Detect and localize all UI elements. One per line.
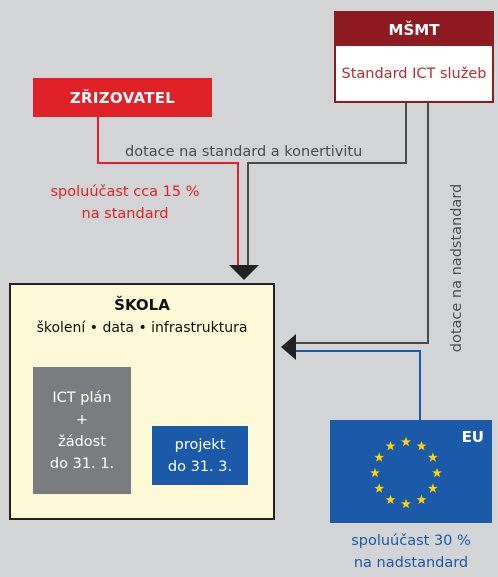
eu-label: EU (461, 428, 484, 446)
grey-flow-line (247, 103, 407, 265)
eu-star (432, 467, 442, 478)
projekt-line2: do 31. 3. (167, 458, 233, 475)
projekt-line1: projekt (174, 436, 226, 453)
ict-plan-box: ICT plán + žádost do 31. 1. (33, 367, 131, 494)
eu-star (385, 440, 396, 451)
red-flow-line (97, 117, 239, 265)
eu-star (427, 483, 438, 493)
ict-line1: ICT plán (52, 389, 112, 406)
eu-flag-box: EU (330, 420, 492, 523)
eu-star (385, 494, 396, 505)
projekt-box: projekt do 31. 3. (152, 426, 248, 485)
zrizovatel-box: ZŘIZOVATEL (33, 78, 212, 117)
zrizovatel-label: ZŘIZOVATEL (69, 88, 176, 107)
arrow-left-head (281, 334, 296, 360)
eu-star (401, 436, 411, 447)
spoluucast-eu-label: spoluúčast 30 % na nadstandard (330, 530, 492, 574)
skola-title: ŠKOLA (114, 296, 170, 314)
eu-star (370, 467, 380, 478)
blue-eu-line (296, 350, 421, 420)
ict-line2: + (75, 411, 89, 428)
grey-nadstandard-line (296, 103, 429, 344)
eu-star (416, 440, 427, 451)
msmt-title: MŠMT (336, 13, 492, 46)
spoluucast-eu-line1: spoluúčast 30 % (351, 533, 471, 549)
dotace-nadstandard-label: dotace na nadstandard (449, 183, 465, 353)
eu-star (416, 494, 427, 505)
eu-stars-icon (370, 436, 442, 509)
spoluucast-eu-line2: na nadstandard (353, 555, 469, 571)
msmt-box: MŠMT Standard ICT služeb (334, 11, 494, 103)
spoluucast-red-line2: na standard (81, 206, 169, 222)
spoluucast-red-label: spoluúčast cca 15 % na standard (30, 181, 220, 225)
eu-star (374, 483, 385, 493)
eu-star (374, 452, 385, 462)
spoluucast-red-line1: spoluúčast cca 15 % (50, 184, 200, 200)
eu-star (401, 498, 411, 509)
msmt-subtitle: Standard ICT služeb (341, 65, 487, 82)
ict-line4: do 31. 1. (49, 455, 115, 472)
eu-star (427, 452, 438, 462)
skola-subtitle: školení • data • infrastruktura (36, 320, 248, 336)
ict-line3: žádost (58, 433, 106, 450)
skola-box: ŠKOLA školení • data • infrastruktura IC… (9, 283, 275, 520)
dotace-standard-label: dotace na standard a konertivitu (125, 144, 363, 160)
arrow-down-head (229, 265, 259, 280)
